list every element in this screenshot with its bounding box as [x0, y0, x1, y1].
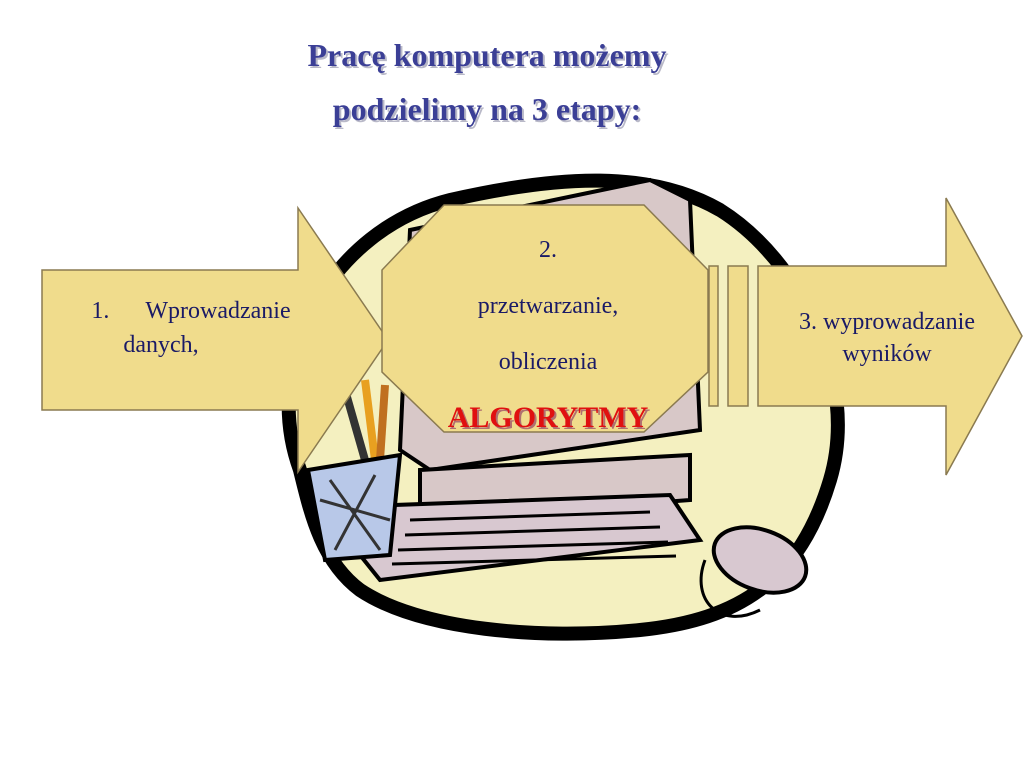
stage2-line2: obliczenia: [498, 349, 598, 375]
title-line-1: Pracę komputera możemy: [307, 37, 667, 73]
stage1-line1: Wprowadzanie: [145, 298, 291, 324]
stage3-arrow-shape: [757, 197, 1023, 476]
stage2-label: 2. przetwarzanie, obliczenia ALGORYTMY: [398, 222, 698, 446]
stage2-emphasis: ALGORYTMY: [447, 401, 649, 434]
stage3-label: 3. wyprowadzanie wyników: [750, 306, 1024, 370]
pencil-cup-icon: [305, 379, 403, 563]
mouse-icon: [699, 525, 809, 618]
connector-bar-1: [708, 265, 719, 407]
stage3-line1: 3. wyprowadzanie: [799, 309, 975, 335]
connector-bar-2: [727, 265, 749, 407]
keyboard-icon: [357, 492, 704, 583]
stage1-label: 1. Wprowadzanie danych,: [46, 294, 336, 362]
stage2-octagon-shape: [381, 204, 709, 433]
stage2-line1: przetwarzanie,: [477, 293, 619, 319]
stage1-arrow-shape: [41, 205, 389, 475]
stage1-number: 1.: [91, 298, 110, 324]
title-line-2: podzielimy na 3 etapy:: [332, 91, 642, 127]
stage3-line2: wyników: [842, 341, 932, 367]
stage1-line2: danych,: [123, 332, 199, 358]
slide-title: Pracę komputera możemy podzielimy na 3 e…: [0, 28, 974, 136]
stage2-number: 2.: [539, 237, 557, 263]
